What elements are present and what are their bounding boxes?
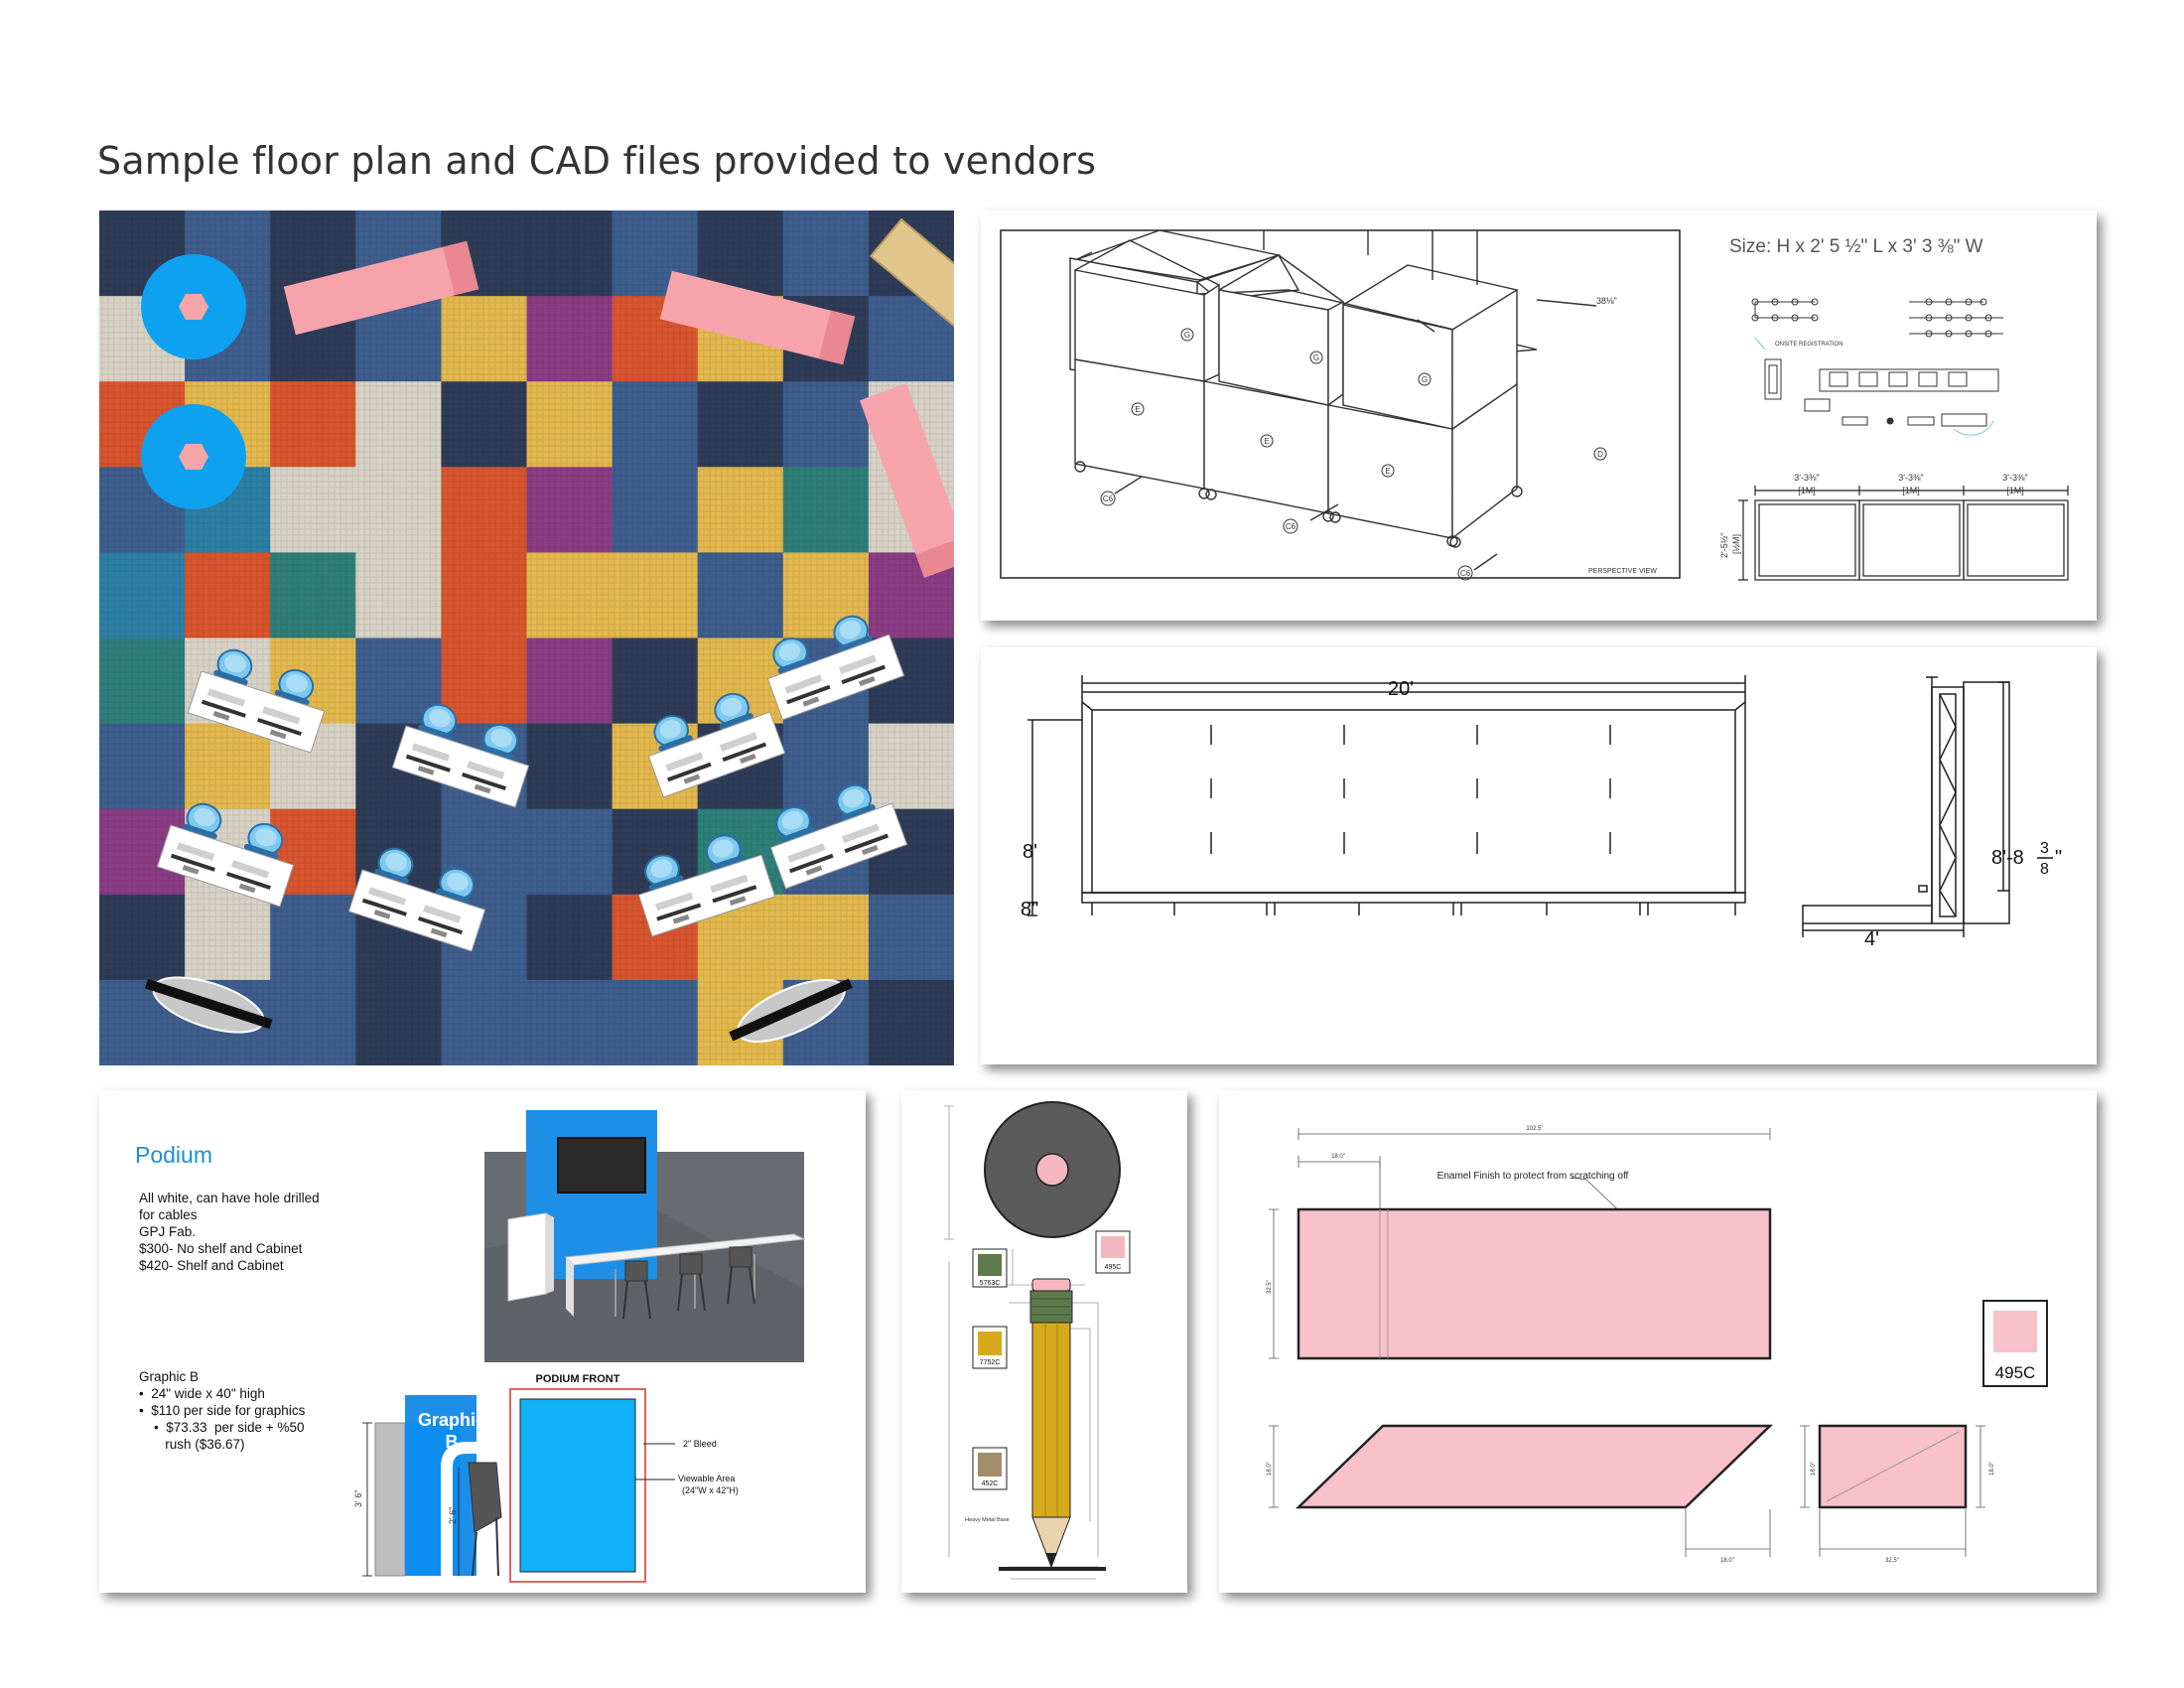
podium-panel: Podium All white, can have hole drilled … [99,1090,866,1593]
svg-text:C6: C6 [1286,522,1297,531]
eraser-side-view [1295,1424,1774,1509]
counter-module-dims: 3'-3⅜" [1M] 3'-3⅜" [1M] 3'-3⅜" [1M] [1794,473,2027,495]
floor-plan [99,211,954,1065]
counter-cad-panel: G G G E E E D C6 C6 C6 38⅛" PERSPECTIVE … [981,211,2097,621]
counter-top-dim: 38⅛" [1596,296,1617,306]
wall-side-height-label: 8'-8 3 8 " [1991,840,2062,878]
podium-drawings: Graphic B 3' 6" 2' 6" PODIUM FRONT 2" Bl… [353,1110,806,1583]
pencil-seat-1 [144,976,273,1034]
svg-text:E: E [1264,437,1269,446]
counter-size-label: Size: H x 2' 5 ½" L x 3' 3 ⅜" W [1729,236,1983,257]
swatch-pink-label: 495C [1105,1264,1122,1271]
counter-part-labels: G G G E E E D C6 C6 C6 [1100,328,1607,581]
eraser-left-dim-2: 18.0" [1811,1462,1817,1476]
svg-text:3: 3 [2040,840,2049,857]
round-table-1 [141,254,246,359]
podium-render [484,1110,806,1362]
podium-front-label: PODIUM FRONT [536,1373,620,1385]
graphic-b-notes: Graphic B • 24" wide x 40" high • $110 p… [139,1369,306,1452]
eraser-bench-3 [860,383,954,578]
floor-plan-graphic [99,211,954,1065]
graphic-inner-dim: 2' 6" [448,1507,458,1524]
wooden-bench [869,217,954,370]
viewable-area-label-2: (24"W x 42"H) [682,1485,739,1495]
swatch-yellow [972,1326,1008,1369]
svg-text:E: E [1135,405,1140,414]
swatch-pink [1095,1230,1131,1274]
eraser-lower-left-dim: 18.0" [1267,1462,1273,1476]
eraser-swatch [1982,1300,2048,1387]
wall-width-label: 20' [1388,678,1414,700]
eraser-right-dim: 18.0" [1989,1462,1995,1476]
bleed-label: 2" Bleed [683,1439,717,1449]
viewable-area-label-1: Viewable Area [678,1474,735,1483]
wall-panel-seams [1210,725,1611,854]
svg-text:E: E [1385,467,1390,476]
svg-text:C6: C6 [1460,569,1471,578]
eraser-bench-2 [659,270,856,365]
eraser-side-dim: 32.5" [1267,1280,1273,1294]
eraser-bottom-dim-1: 18.0" [1720,1558,1734,1564]
podium-front-viewable [519,1398,636,1573]
svg-text:[1M]: [1M] [1798,486,1816,495]
eraser-left-dim: 18.0" [1331,1154,1345,1160]
svg-text:3'-3⅜": 3'-3⅜" [1794,473,1819,483]
eraser-top-view [1297,1207,1772,1360]
svg-text:C6: C6 [1103,494,1114,503]
eraser-bench-1 [283,240,479,336]
svg-text:3'-3⅜": 3'-3⅜" [2002,473,2027,483]
graphic-b-side-drawing [362,1395,502,1577]
svg-text:[1M]: [1M] [2006,486,2024,495]
svg-text:G: G [1313,353,1319,362]
swatch-tan [972,1447,1008,1490]
svg-text:": " [2055,847,2062,869]
pencil-seat-2 [729,978,853,1043]
enamel-finish-note: Enamel Finish to protect from scratching… [1437,1171,1629,1182]
round-table-2 [141,404,246,509]
graphic-b-label-1: Graphic [418,1410,485,1430]
eraser-swatch-label: 495C [1995,1363,2036,1382]
wall-side-depth-label: 4' [1864,928,1879,950]
svg-text:G: G [1184,331,1190,340]
svg-text:D: D [1597,450,1603,459]
swatch-green [972,1248,1008,1288]
perspective-view-label: PERSPECTIVE VIEW [1588,568,1657,575]
podium-title: Podium [135,1142,212,1168]
svg-text:[1M]: [1M] [1902,486,1920,495]
counter-perspective-drawing [1069,229,1597,571]
wall-side-elevation [1802,676,2010,937]
counter-elevation [1738,486,2069,581]
pencil-side-elevation [999,1278,1106,1571]
eraser-end-view [1818,1424,1968,1509]
registration-mini-plan [1751,298,2003,436]
wall-height-label: 8' [1023,841,1037,863]
svg-text:8: 8 [2040,861,2049,878]
heavy-metal-base-label: Heavy Metal Base [965,1517,1010,1523]
wall-cad-panel: 20' 8' 8" 4' 8'-8 3 8 " [981,647,2097,1064]
svg-text:8'-8: 8'-8 [1991,847,2024,869]
pencil-seat-top [984,1101,1121,1238]
graphic-b-label-2: B [446,1432,459,1452]
eraser-bottom-dim-2: 32.5" [1885,1558,1899,1564]
graphic-height-dim: 3' 6" [353,1490,363,1507]
registration-label: ONSITE REGISTRATION [1775,342,1843,348]
swatch-tan-label: 452C [982,1480,999,1487]
page-title: Sample floor plan and CAD files provided… [97,139,1097,183]
eraser-top-dim: 102.5" [1526,1126,1543,1132]
svg-text:3'-3⅜": 3'-3⅜" [1898,473,1923,483]
swatch-green-label: 5763C [980,1280,1001,1287]
eraser-panel: 495C 102.5" 18.0" 32.5" 18.0" 18.0" 32.5… [1219,1090,2097,1593]
pencil-panel: 5763C 495C 7752C 452C Heavy Metal Base [901,1090,1187,1593]
podium-description: All white, can have hole drilled for cab… [139,1191,320,1273]
wall-base-label: 8" [1021,899,1038,920]
swatch-yellow-label: 7752C [980,1359,1001,1366]
counter-height-dim: 2'-5½" [1719,533,1729,558]
wall-front-elevation [1027,675,1746,916]
svg-text:G: G [1422,375,1428,384]
counter-height-sub: [½M] [1731,534,1741,554]
